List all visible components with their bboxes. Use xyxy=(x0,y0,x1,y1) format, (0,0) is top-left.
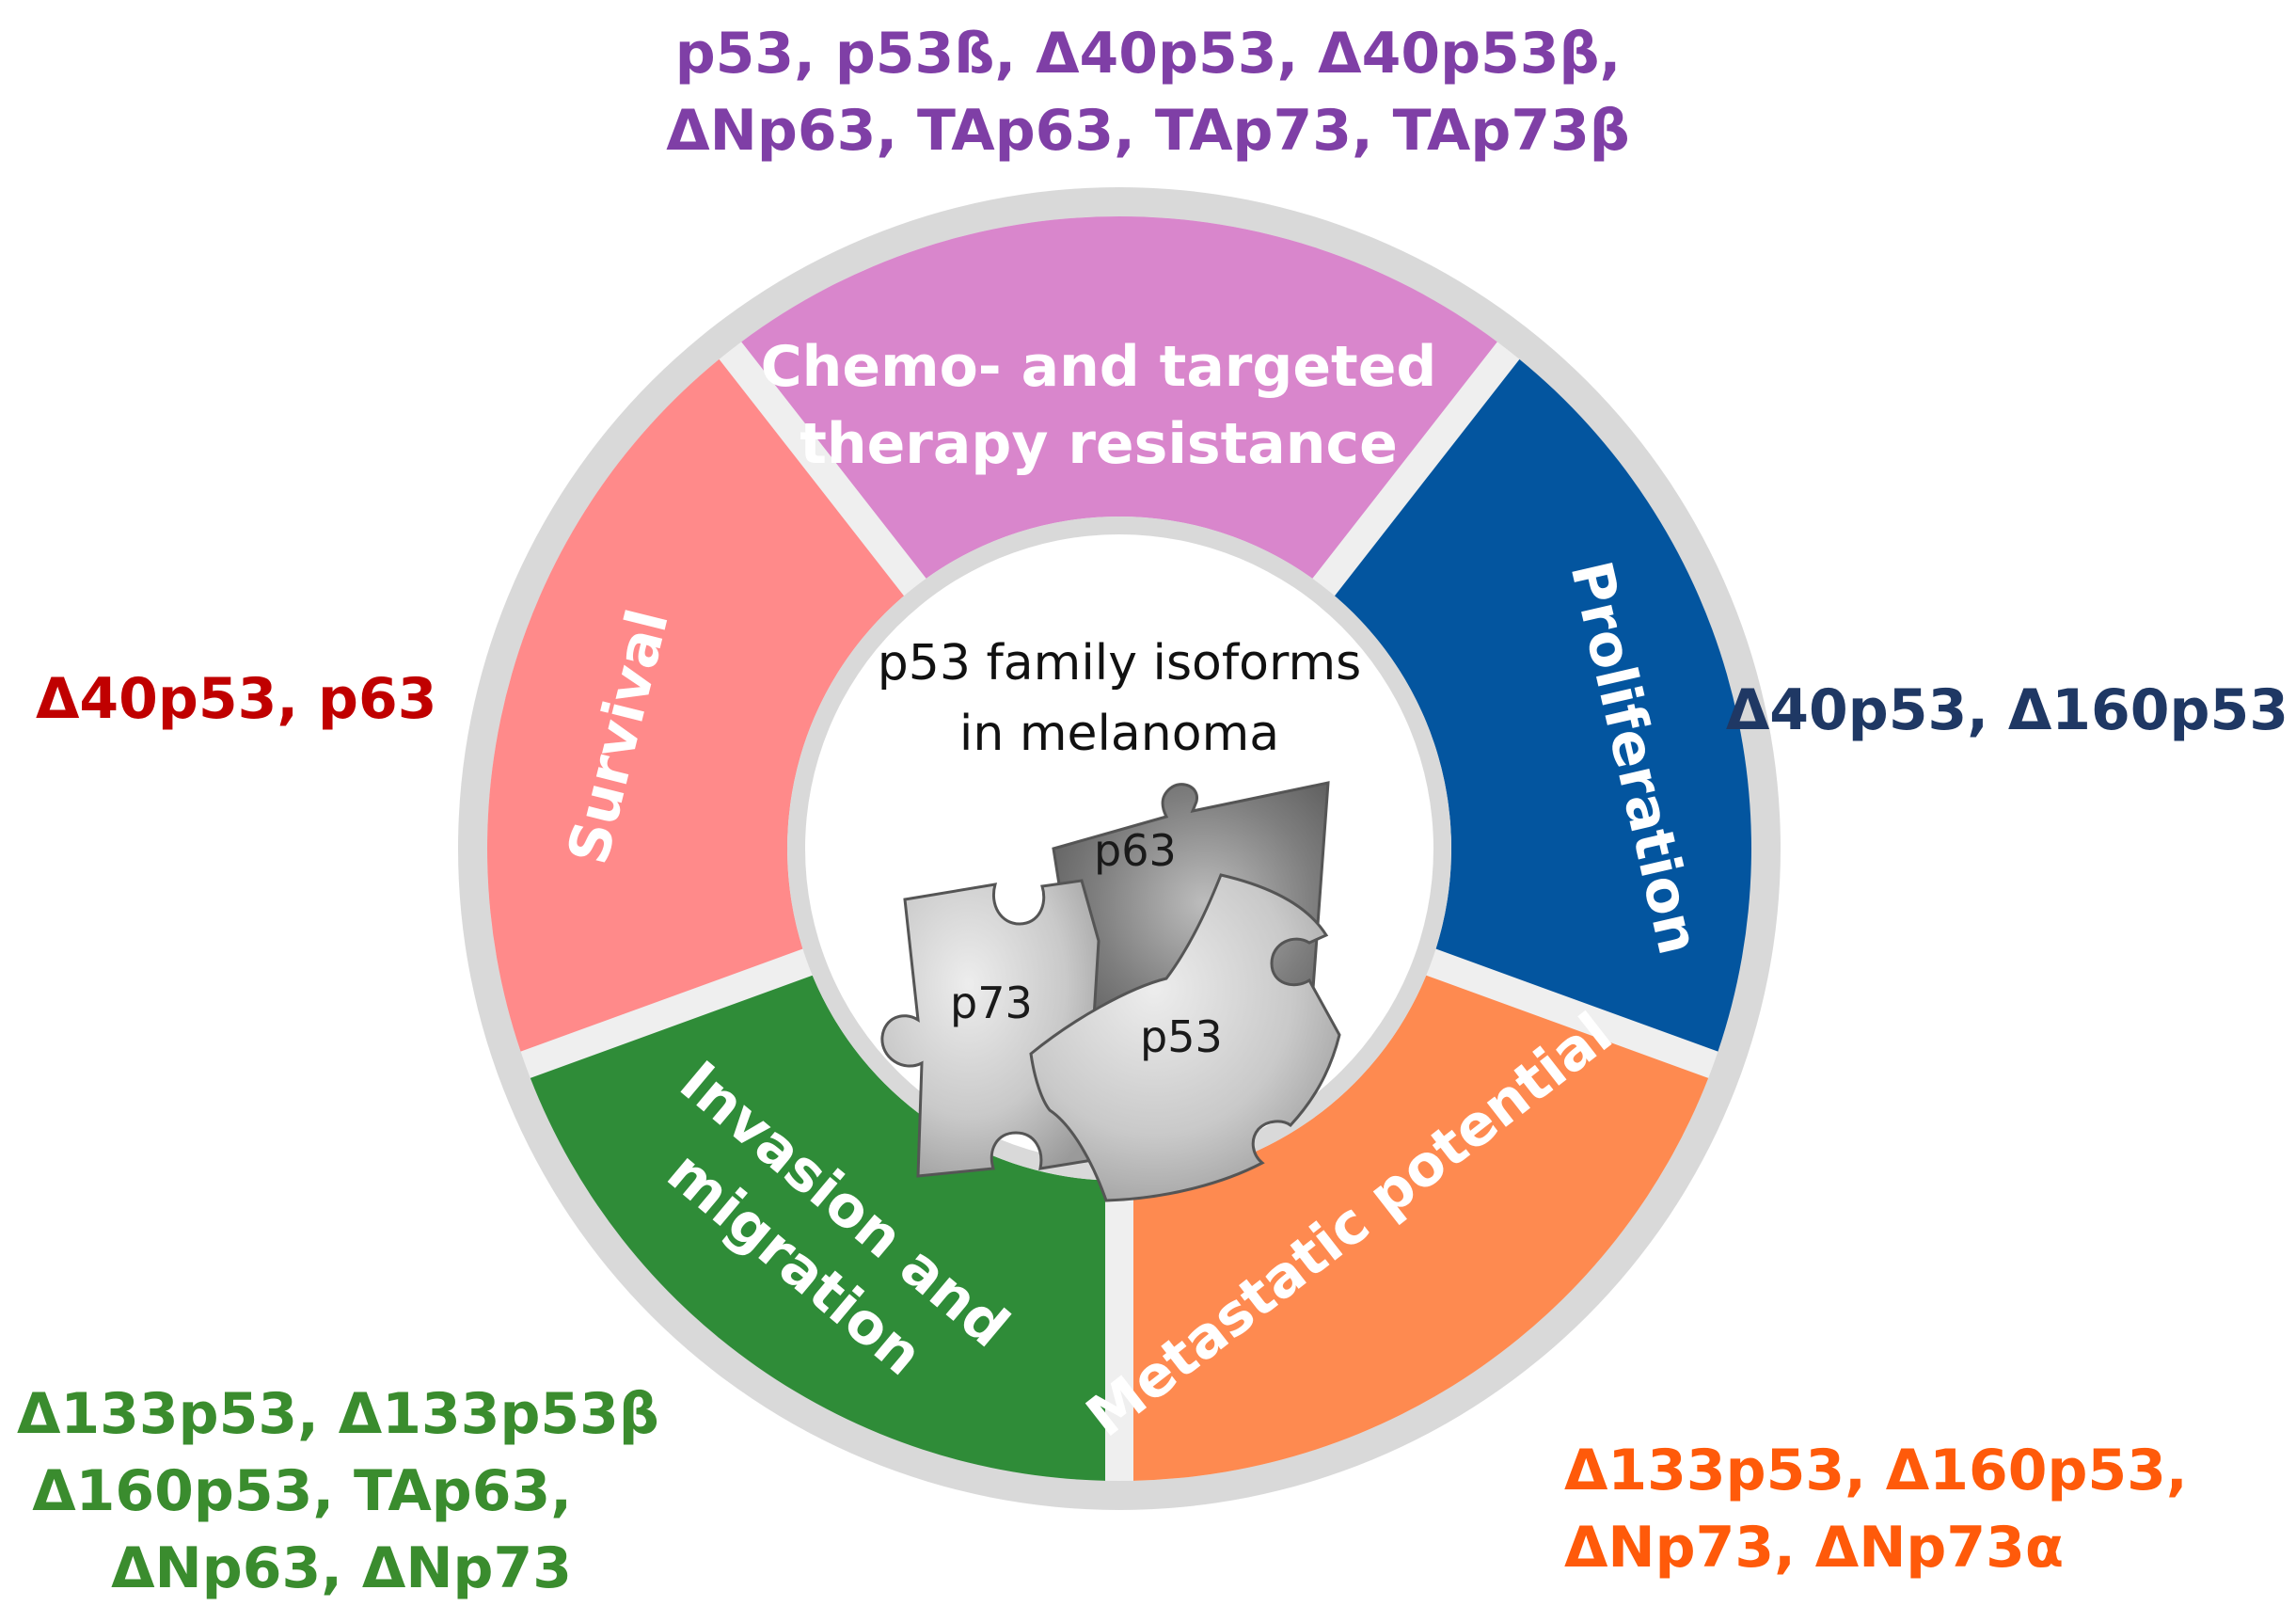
puzzle-piece-p53-icon: p53 xyxy=(1029,873,1341,1202)
isoforms-invasion-line1: Δ133p53, Δ133p53β xyxy=(17,1381,659,1447)
segment-metastatic-potential xyxy=(1132,975,1709,1481)
segment-proliferation xyxy=(1334,358,1751,1052)
isoforms-survival-line1: Δ40p53, p63 xyxy=(36,666,437,732)
segment-chemo-therapy-resistance xyxy=(741,215,1497,579)
isoforms-proliferation-line1: Δ40p53, Δ160p53 xyxy=(1725,677,2288,743)
piece-label-p63: p63 xyxy=(1094,825,1177,876)
center-title-line1: p53 family isoforms xyxy=(878,635,1361,692)
piece-label-p53: p53 xyxy=(1140,1011,1223,1062)
isoforms-chemo-line1: p53, p53ß, Δ40p53, Δ40p53β, xyxy=(674,21,1622,87)
isoforms-chemo-resistance: p53, p53ß, Δ40p53, Δ40p53β, ΔNp63, TAp63… xyxy=(0,15,2296,169)
isoforms-metastatic-potential: Δ133p53, Δ160p53, ΔNp73, ΔNp73α xyxy=(1564,1432,2188,1586)
segment-invasion-migration xyxy=(530,975,1106,1481)
chemo-label-line1: Chemo- and targeted xyxy=(761,334,1437,400)
isoforms-survival: Δ40p53, p63 xyxy=(36,660,437,738)
isoforms-invasion-line2: Δ160p53, TAp63, xyxy=(32,1458,572,1524)
isoforms-metastatic-line1: Δ133p53, Δ160p53, xyxy=(1564,1438,2188,1503)
isoforms-chemo-line2: ΔNp63, TAp63, TAp73, TAp73β xyxy=(666,98,1630,164)
piece-label-p73: p73 xyxy=(950,978,1033,1028)
isoforms-metastatic-line2: ΔNp73, ΔNp73α xyxy=(1564,1515,2065,1581)
chemo-label-line2: therapy resistance xyxy=(800,411,1398,477)
center-title-line2: in melanoma xyxy=(959,706,1279,762)
isoforms-invasion-line3: ΔNp63, ΔNp73 xyxy=(111,1535,572,1601)
isoforms-invasion-migration: Δ133p53, Δ133p53β Δ160p53, TAp63, ΔNp63,… xyxy=(17,1376,659,1607)
segment-survival xyxy=(487,358,905,1052)
isoforms-proliferation: Δ40p53, Δ160p53 xyxy=(1726,672,2288,749)
